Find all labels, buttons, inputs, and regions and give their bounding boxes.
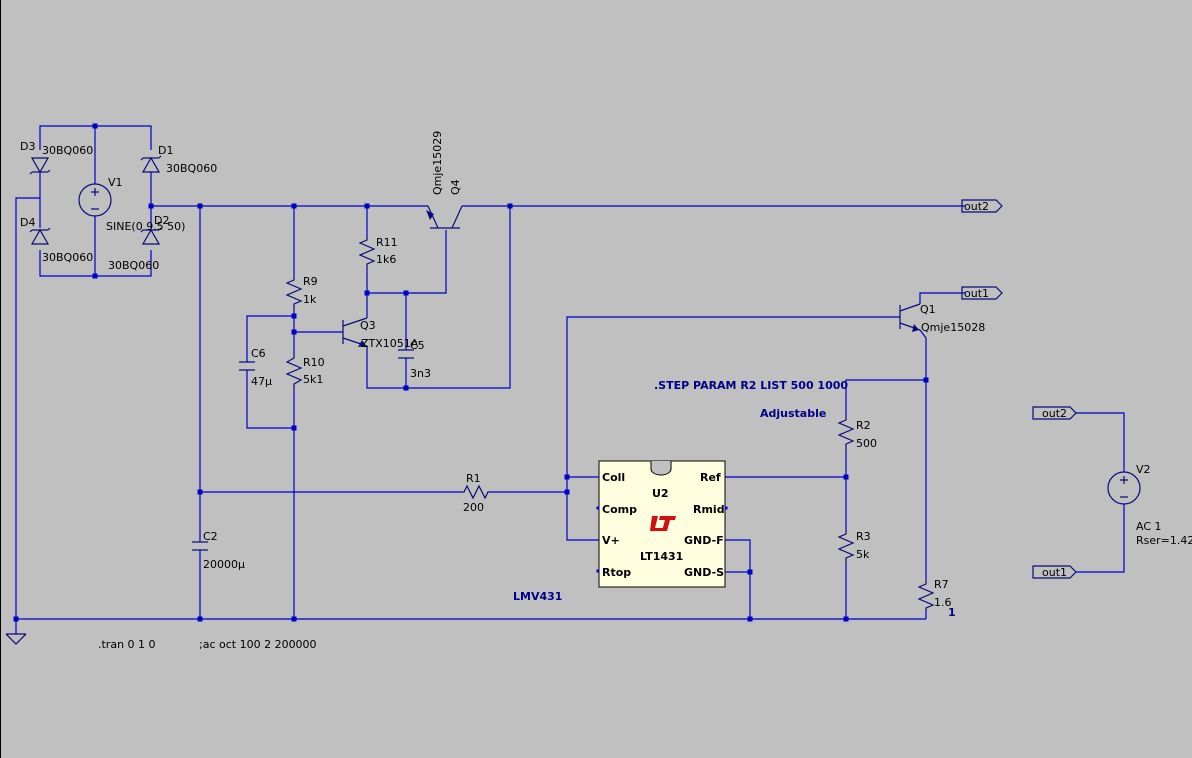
q1-ref: Q1 xyxy=(920,303,936,316)
u2-pin-vplus: V+ xyxy=(602,534,620,547)
net-label-out1: out1 xyxy=(964,287,989,300)
u2-pin-gnds: GND-S xyxy=(684,566,724,579)
capacitor-c5[interactable]: C5 3n3 xyxy=(398,339,431,380)
u2-pin-ref: Ref xyxy=(700,471,721,484)
voltage-source-v1[interactable]: V1 SINE(0 9.5 50) xyxy=(78,176,185,233)
transistor-q3[interactable]: Q3 ZTX1051A xyxy=(342,317,419,350)
linear-tech-logo-icon xyxy=(650,516,676,531)
r9-ref: R9 xyxy=(303,275,318,288)
r2-ref: R2 xyxy=(856,419,871,432)
junctions xyxy=(13,123,929,622)
voltage-source-v2[interactable]: V2 AC 1 Rser=1.42 xyxy=(1107,463,1192,547)
r10-value: 5k1 xyxy=(303,373,323,386)
d1-ref: D1 xyxy=(158,144,173,157)
d3-ref: D3 xyxy=(20,140,35,153)
capacitor-c6[interactable]: C6 47µ xyxy=(239,347,272,388)
u2-ref: U2 xyxy=(652,487,669,500)
d1-value: 30BQ060 xyxy=(166,162,217,175)
d2-ref: D2 xyxy=(154,214,169,227)
resistor-r9[interactable]: R9 1k xyxy=(285,275,318,310)
resistor-r10[interactable]: R10 5k1 xyxy=(285,354,325,390)
net-label-out2: out2 xyxy=(964,200,989,213)
q4-ref: Q4 xyxy=(449,179,462,195)
one-comment[interactable]: 1 xyxy=(948,606,956,619)
r1-value: 200 xyxy=(463,501,484,514)
c5-value: 3n3 xyxy=(410,367,431,380)
net-label-out1-v2: out1 xyxy=(1042,566,1067,579)
q4-value: Qmje15029 xyxy=(431,131,444,195)
net-label-out1-top[interactable]: out1 xyxy=(961,286,1003,300)
r10-ref: R10 xyxy=(303,356,325,369)
r1-ref: R1 xyxy=(466,472,481,485)
u2-pin-coll: Coll xyxy=(602,471,625,484)
resistor-r2[interactable]: R2 500 xyxy=(837,416,877,450)
c2-ref: C2 xyxy=(203,530,218,543)
adjustable-comment[interactable]: Adjustable xyxy=(760,407,826,420)
capacitor-c2[interactable]: C2 20000µ xyxy=(192,530,245,571)
ac-directive[interactable]: ;ac oct 100 2 200000 xyxy=(199,638,317,651)
q1-value: Qmje15028 xyxy=(921,321,985,334)
resistor-r7[interactable]: R7 1.6 xyxy=(917,578,952,612)
step-directive[interactable]: .STEP PARAM R2 LIST 500 1000 xyxy=(654,379,848,392)
c5-ref: C5 xyxy=(410,339,425,352)
c6-value: 47µ xyxy=(251,375,272,388)
u2-pin-comp: Comp xyxy=(602,503,637,516)
ground-icon xyxy=(5,633,27,645)
u2-pin-rmid: Rmid xyxy=(693,503,725,516)
tran-directive[interactable]: .tran 0 1 0 xyxy=(98,638,156,651)
net-label-out2-right[interactable]: out2 xyxy=(1032,406,1077,420)
v1-value: SINE(0 9.5 50) xyxy=(106,220,185,233)
v2-value: AC 1 xyxy=(1136,520,1162,533)
q3-value: ZTX1051A xyxy=(361,337,419,350)
r9-value: 1k xyxy=(303,293,317,306)
diode-d2[interactable]: D2 30BQ060 xyxy=(108,214,169,272)
r2-value: 500 xyxy=(856,437,877,450)
net-label-out2-v2: out2 xyxy=(1042,407,1067,420)
v1-ref: V1 xyxy=(108,176,123,189)
u2-pin-rtop: Rtop xyxy=(602,566,631,579)
transistor-q4[interactable]: Qmje15029 Q4 xyxy=(426,131,463,229)
d3-value: 30BQ060 xyxy=(42,144,93,157)
d2-value: 30BQ060 xyxy=(108,259,159,272)
r11-value: 1k6 xyxy=(376,253,396,266)
net-label-out1-right[interactable]: out1 xyxy=(1032,565,1077,579)
c6-ref: C6 xyxy=(251,347,266,360)
lmv431-comment[interactable]: LMV431 xyxy=(513,590,562,603)
r3-ref: R3 xyxy=(856,530,871,543)
u2-value: LT1431 xyxy=(640,550,683,563)
v2-extra: Rser=1.42 xyxy=(1136,534,1192,547)
diode-d1[interactable]: D1 30BQ060 xyxy=(140,144,217,175)
u2-pin-gndf: GND-F xyxy=(684,534,724,547)
net-label-out2-top[interactable]: out2 xyxy=(961,199,1003,213)
diode-d4[interactable]: D4 30BQ060 xyxy=(20,216,93,264)
r7-value: 1.6 xyxy=(934,596,952,609)
q3-ref: Q3 xyxy=(360,319,376,332)
c2-value: 20000µ xyxy=(203,558,245,571)
diode-d3[interactable]: D3 30BQ060 xyxy=(20,140,93,175)
ic-u2[interactable]: Coll Ref Comp Rmid V+ GND-F Rtop GND-S U… xyxy=(596,460,728,588)
r7-ref: R7 xyxy=(934,578,949,591)
resistor-r11[interactable]: R11 1k6 xyxy=(358,236,398,270)
wires xyxy=(15,125,1125,634)
v2-ref: V2 xyxy=(1136,463,1151,476)
resistor-r3[interactable]: R3 5k xyxy=(837,530,871,564)
d4-ref: D4 xyxy=(20,216,35,229)
r11-ref: R11 xyxy=(376,236,398,249)
r3-value: 5k xyxy=(856,548,870,561)
transistor-q1[interactable]: Q1 Qmje15028 xyxy=(899,303,985,334)
d4-value: 30BQ060 xyxy=(42,251,93,264)
resistor-r1[interactable]: R1 200 xyxy=(460,472,490,514)
